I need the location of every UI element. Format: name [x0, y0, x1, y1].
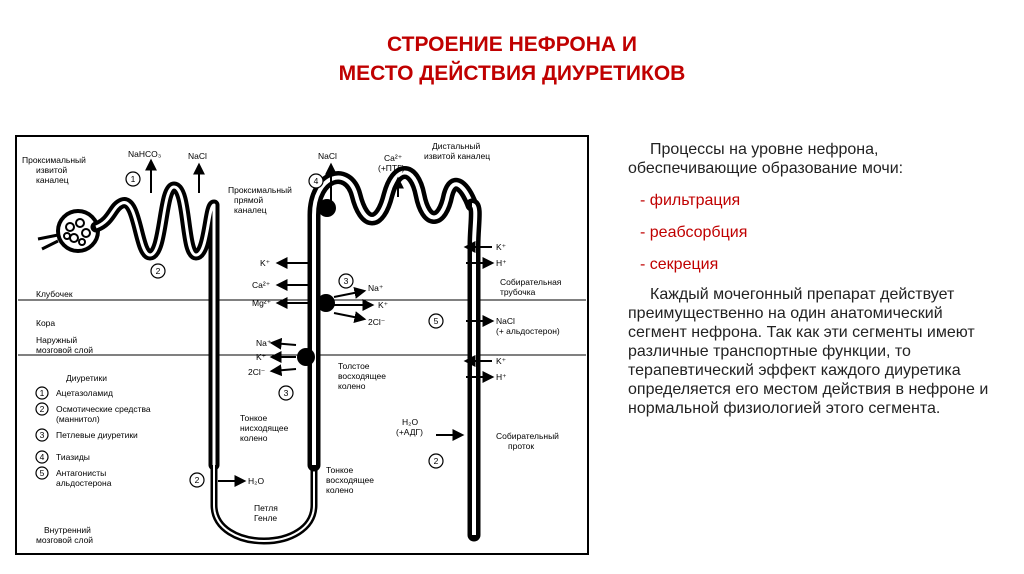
process-secretion: - секреция [640, 256, 719, 273]
svg-text:каналец: каналец [234, 205, 267, 215]
svg-text:Ca²⁺: Ca²⁺ [252, 280, 271, 290]
svg-text:K⁺: K⁺ [496, 356, 507, 366]
svg-text:NaCl: NaCl [318, 151, 337, 161]
svg-text:колено: колено [338, 381, 366, 391]
glomerulus-icon [37, 209, 100, 253]
process-reabsorption: - реабсорбция [640, 224, 748, 241]
svg-text:Внутренний: Внутренний [44, 525, 91, 535]
svg-text:прямой: прямой [234, 195, 263, 205]
transport-arrows [145, 158, 495, 487]
svg-text:восходящее: восходящее [326, 475, 374, 485]
svg-text:Проксимальный: Проксимальный [22, 155, 86, 165]
svg-text:4: 4 [40, 452, 45, 462]
legend-item-3: 3 Петлевые диуретики [35, 428, 138, 442]
svg-text:H⁺: H⁺ [496, 258, 507, 268]
structure-labels: Проксимальный извитой каналец Проксималь… [22, 141, 562, 545]
svg-text:Тиазиды: Тиазиды [56, 452, 90, 462]
svg-text:NaCl: NaCl [188, 151, 207, 161]
proximal-tubule [90, 181, 220, 471]
svg-text:Дистальный: Дистальный [432, 141, 480, 151]
transporter-dots [297, 199, 336, 366]
site-numbers: 1 2 3 3 4 5 2 2 [125, 171, 444, 488]
svg-text:2: 2 [156, 266, 161, 276]
svg-text:(+АДГ): (+АДГ) [396, 427, 423, 437]
svg-text:Петлевые диуретики: Петлевые диуретики [56, 430, 138, 440]
diuretic-paragraph: Каждый мочегонный препарат действует пре… [628, 286, 989, 417]
svg-text:Кора: Кора [36, 318, 55, 328]
svg-text:3: 3 [284, 388, 289, 398]
svg-text:NaHCO₃: NaHCO₃ [128, 149, 161, 159]
svg-text:колено: колено [240, 433, 268, 443]
svg-text:H⁺: H⁺ [496, 372, 507, 382]
svg-text:Генле: Генле [254, 513, 277, 523]
legend-item-1: 1 Ацетазоламид [35, 386, 113, 400]
svg-text:3: 3 [40, 430, 45, 440]
nephron-diagram: Проксимальный извитой каналец Проксималь… [15, 135, 589, 555]
title-line-1: СТРОЕНИЕ НЕФРОНА И [386, 33, 638, 56]
svg-text:2: 2 [195, 475, 200, 485]
svg-text:Толстое: Толстое [338, 361, 370, 371]
svg-text:2Cl⁻: 2Cl⁻ [248, 367, 266, 377]
svg-text:(маннитол): (маннитол) [56, 414, 100, 424]
svg-text:H₂O: H₂O [402, 417, 418, 427]
title-line-2: МЕСТО ДЕЙСТВИЯ ДИУРЕТИКОВ [338, 62, 686, 85]
svg-text:Осмотические средства: Осмотические средства [56, 404, 151, 414]
svg-text:извитой: извитой [36, 165, 67, 175]
svg-text:колено: колено [326, 485, 354, 495]
svg-text:K⁺: K⁺ [260, 258, 271, 268]
svg-text:Проксимальный: Проксимальный [228, 185, 292, 195]
svg-text:Наружный: Наружный [36, 335, 77, 345]
svg-text:мозговой слой: мозговой слой [36, 535, 93, 545]
svg-text:5: 5 [434, 316, 439, 326]
svg-text:1: 1 [131, 174, 136, 184]
legend-item-4: 4 Тиазиды [35, 450, 90, 464]
svg-text:K⁺: K⁺ [496, 242, 507, 252]
svg-text:Na⁺: Na⁺ [368, 283, 384, 293]
svg-text:Тонкое: Тонкое [240, 413, 267, 423]
svg-text:4: 4 [314, 176, 319, 186]
svg-text:5: 5 [40, 468, 45, 478]
svg-text:трубочка: трубочка [500, 287, 536, 297]
svg-text:извитой каналец: извитой каналец [424, 151, 490, 161]
svg-text:альдостерона: альдостерона [56, 478, 112, 488]
svg-text:NaCl: NaCl [496, 316, 515, 326]
svg-text:восходящее: восходящее [338, 371, 386, 381]
thick-ascending-limb [307, 166, 479, 472]
svg-text:Петля: Петля [254, 503, 278, 513]
svg-text:2: 2 [434, 456, 439, 466]
svg-text:1: 1 [40, 388, 45, 398]
svg-text:Клубочек: Клубочек [36, 289, 73, 299]
svg-text:H₂O: H₂O [248, 476, 264, 486]
svg-text:проток: проток [508, 441, 534, 451]
slide-title: СТРОЕНИЕ НЕФРОНА И МЕСТО ДЕЙСТВИЯ ДИУРЕТ… [0, 30, 1024, 88]
svg-text:Диуретики: Диуретики [66, 373, 107, 383]
svg-text:Ca²⁺: Ca²⁺ [384, 153, 403, 163]
svg-text:мозговой слой: мозговой слой [36, 345, 93, 355]
svg-text:Na⁺: Na⁺ [256, 338, 272, 348]
legend-item-5: 5 Антагонисты альдостерона [35, 466, 112, 488]
svg-text:3: 3 [344, 276, 349, 286]
svg-text:2Cl⁻: 2Cl⁻ [368, 317, 386, 327]
svg-text:Собирательная: Собирательная [500, 277, 562, 287]
diagram-frame [15, 135, 589, 555]
svg-text:каналец: каналец [36, 175, 69, 185]
svg-text:2: 2 [40, 404, 45, 414]
legend-item-2: 2 Осмотические средства (маннитол) [35, 402, 151, 424]
svg-text:K⁺: K⁺ [256, 352, 267, 362]
svg-text:(+ПТГ): (+ПТГ) [378, 163, 405, 173]
svg-text:Ацетазоламид: Ацетазоламид [56, 388, 113, 398]
ion-labels: NaHCO₃ NaCl NaCl Ca²⁺ (+ПТГ) K⁺ Ca²⁺ Mg²… [128, 149, 560, 486]
svg-text:Тонкое: Тонкое [326, 465, 353, 475]
intro-text: Процессы на уровне нефрона, обеспечивающ… [628, 141, 904, 177]
svg-text:Собирательный: Собирательный [496, 431, 559, 441]
process-filtration: - фильтрация [640, 192, 741, 209]
svg-text:(+ альдостерон): (+ альдостерон) [496, 326, 560, 336]
svg-text:K⁺: K⁺ [378, 300, 389, 310]
svg-text:Антагонисты: Антагонисты [56, 468, 106, 478]
svg-text:Mg²⁺: Mg²⁺ [252, 298, 272, 308]
svg-text:нисходящее: нисходящее [240, 423, 289, 433]
info-panel: Процессы на уровне нефрона, обеспечивающ… [628, 140, 998, 418]
diuretics-legend: Диуретики 1 Ацетазоламид 2 Осмотические … [35, 373, 151, 488]
